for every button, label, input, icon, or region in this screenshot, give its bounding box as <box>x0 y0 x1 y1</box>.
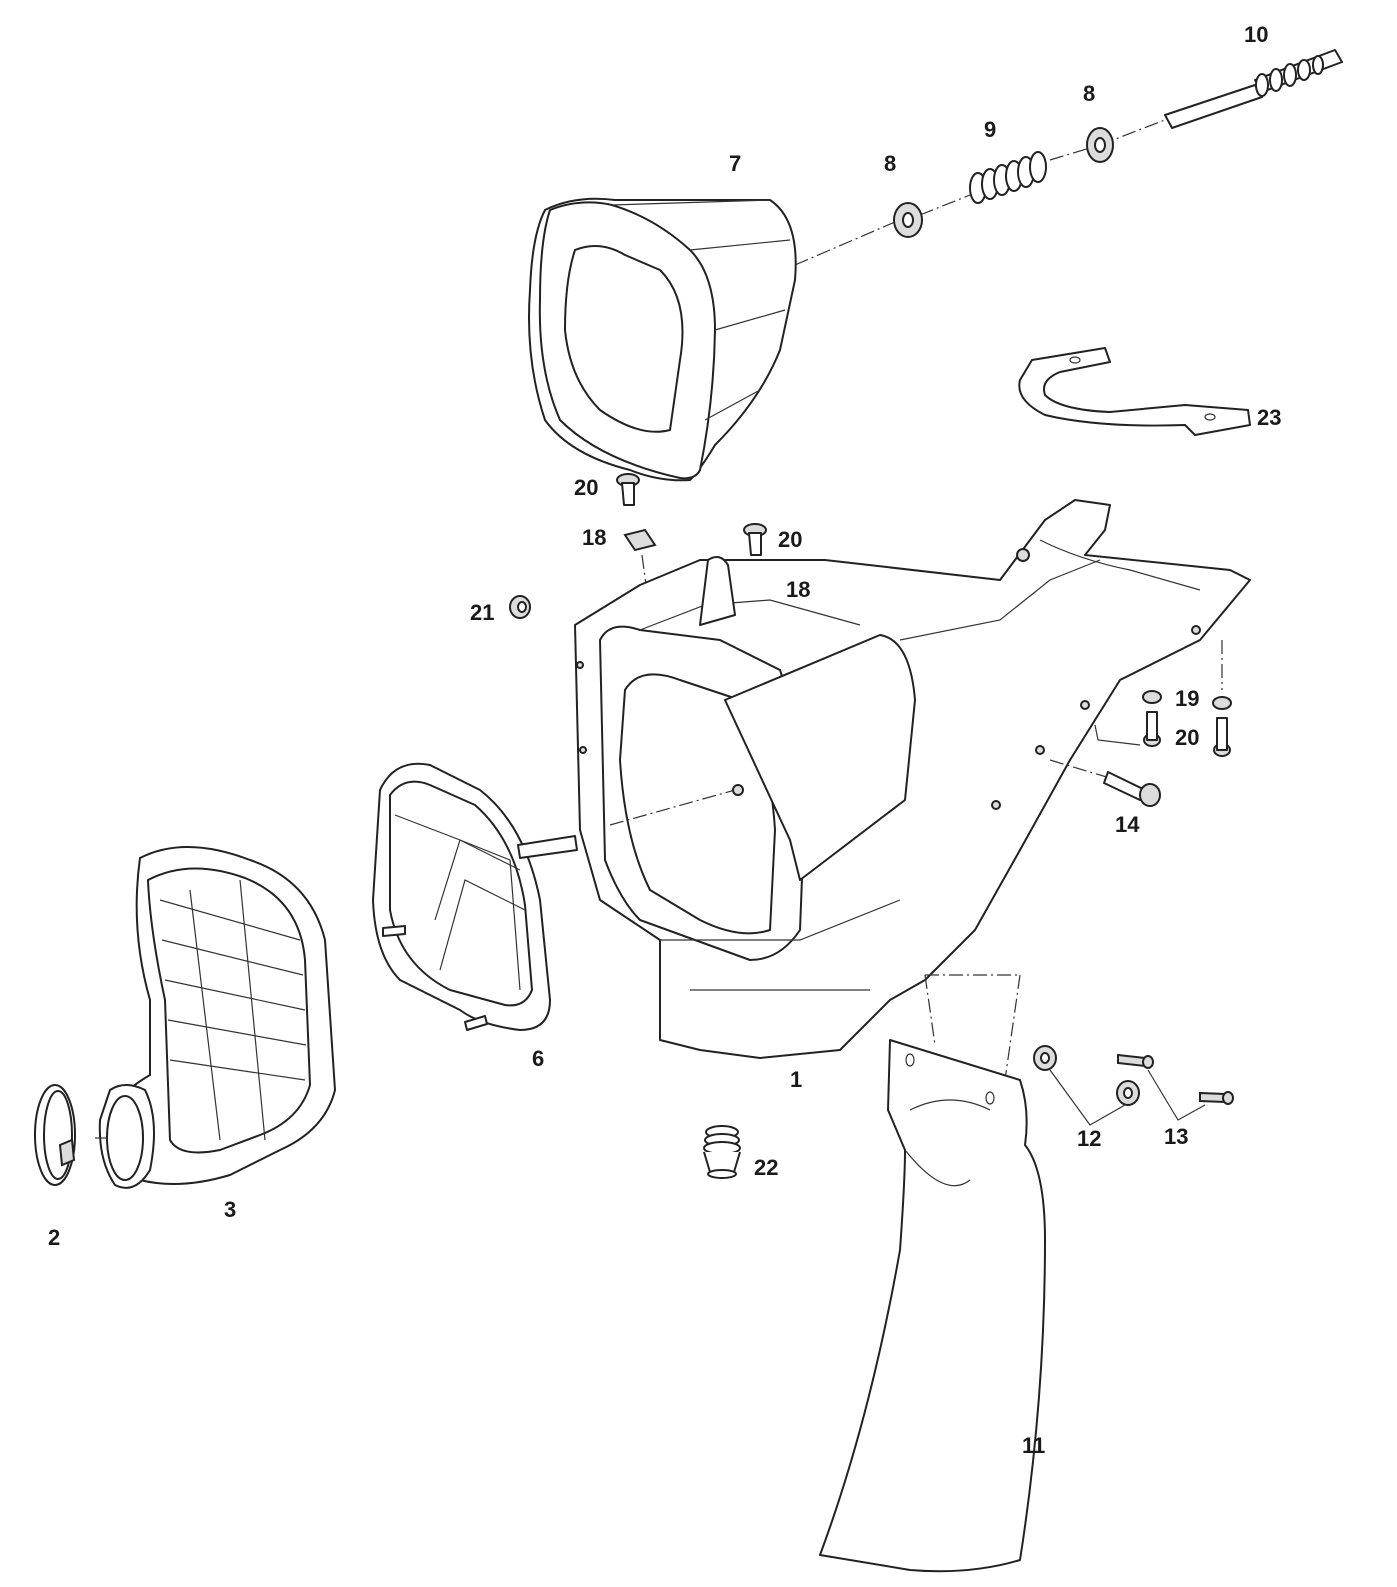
callout-7: 7 <box>729 151 741 176</box>
part-6-filter-cage <box>372 762 578 1031</box>
part-23-bracket <box>1018 347 1251 436</box>
callout-20-right: 20 <box>1175 725 1199 750</box>
callout-14: 14 <box>1115 812 1140 837</box>
part-1-airbox <box>574 499 1251 1059</box>
callout-18-right: 18 <box>786 577 810 602</box>
part-11-mud-flap <box>819 974 1046 1573</box>
callout-10: 10 <box>1244 22 1268 47</box>
part-14-bolt <box>1049 759 1161 807</box>
callout-20-upper-left: 20 <box>574 475 598 500</box>
callout-22: 22 <box>754 1155 778 1180</box>
part-3-intake-boot <box>95 846 336 1189</box>
part-22-spring <box>703 1125 741 1179</box>
part-12-nuts <box>1033 1045 1140 1126</box>
part-9-spring <box>969 147 1091 204</box>
part-21-grommet <box>509 595 531 619</box>
part-13-screws <box>1117 1053 1234 1121</box>
callout-18-left: 18 <box>582 525 606 550</box>
part-19-washer-and-screws <box>1094 640 1232 757</box>
part-20-screw-upper-left <box>616 473 640 506</box>
callout-8-lower: 8 <box>884 151 896 176</box>
callout-21: 21 <box>470 600 494 625</box>
callout-13: 13 <box>1164 1124 1188 1149</box>
callout-12: 12 <box>1077 1126 1101 1151</box>
callout-23: 23 <box>1257 405 1281 430</box>
callout-20-upper-mid: 20 <box>778 527 802 552</box>
callout-8-upper: 8 <box>1083 81 1095 106</box>
callout-1: 1 <box>790 1067 802 1092</box>
callout-11: 11 <box>1022 1433 1045 1458</box>
callout-3: 3 <box>224 1197 236 1222</box>
callout-2: 2 <box>48 1225 60 1250</box>
part-7-filter-cone <box>528 197 896 482</box>
part-10-rod <box>1099 49 1343 146</box>
callout-19: 19 <box>1175 686 1199 711</box>
callout-6: 6 <box>532 1046 544 1071</box>
part-8-washer-upper <box>1086 127 1114 163</box>
part-2-hose-clamp <box>34 1084 76 1186</box>
callout-9: 9 <box>984 117 996 142</box>
part-20-screw-upper-mid <box>743 523 767 556</box>
part-8-washer-lower <box>893 194 971 238</box>
